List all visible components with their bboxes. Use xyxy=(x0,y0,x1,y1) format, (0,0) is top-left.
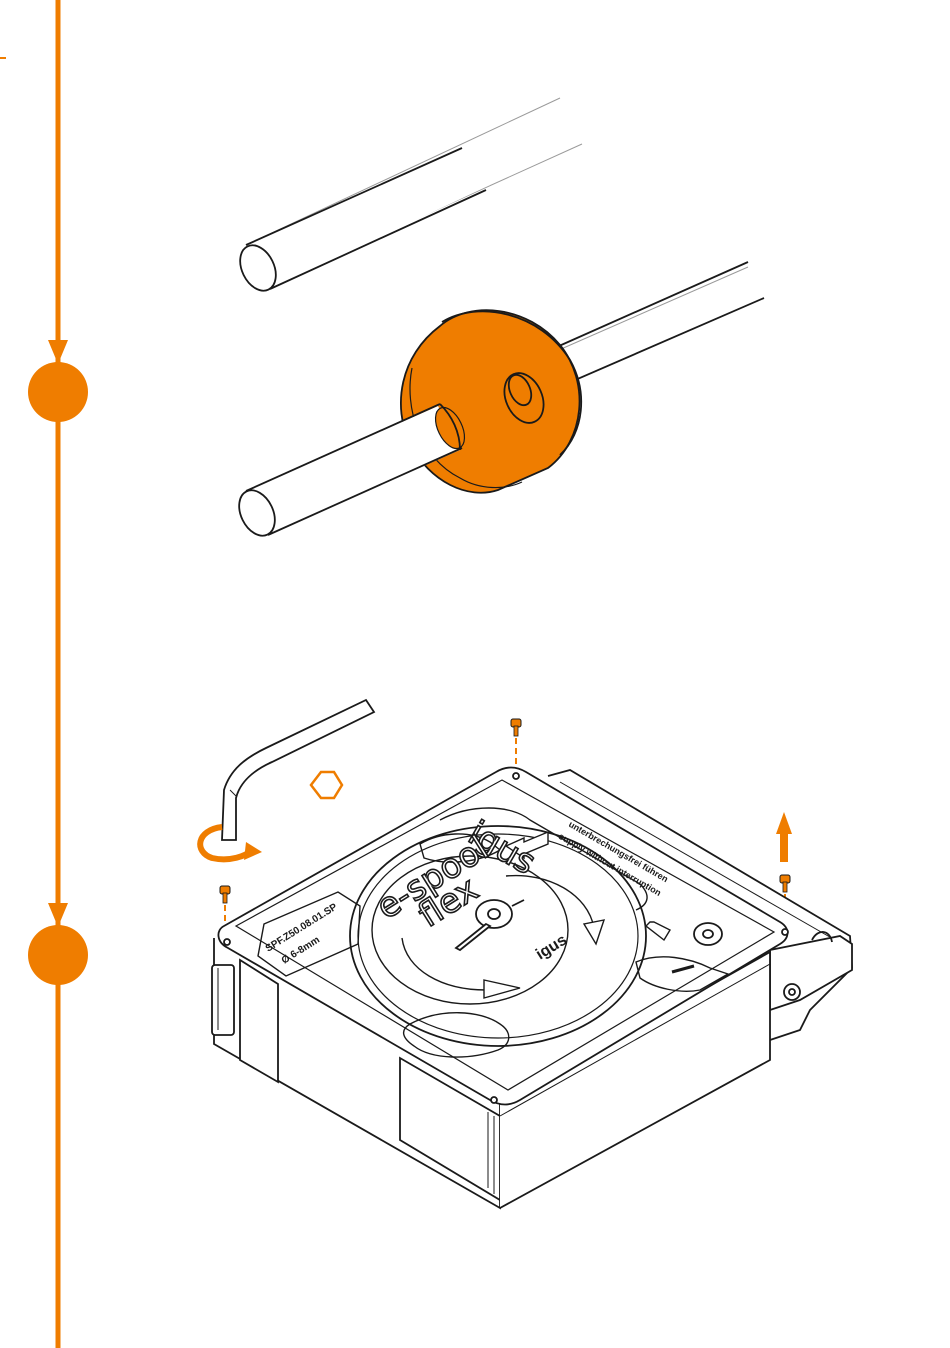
step-marker-1 xyxy=(28,362,88,422)
hex-key xyxy=(222,700,374,840)
rod-top xyxy=(233,98,582,297)
orange-collar xyxy=(401,310,581,493)
down-arrow-icon xyxy=(48,903,68,927)
screw-top xyxy=(511,719,521,772)
rod-with-collar xyxy=(232,262,764,542)
down-arrow-icon xyxy=(48,340,68,364)
up-arrow-icon xyxy=(776,812,792,862)
hexagon-icon xyxy=(311,772,342,798)
timeline xyxy=(0,0,88,1348)
spool-box xyxy=(212,768,852,1209)
step-marker-2 xyxy=(28,925,88,985)
